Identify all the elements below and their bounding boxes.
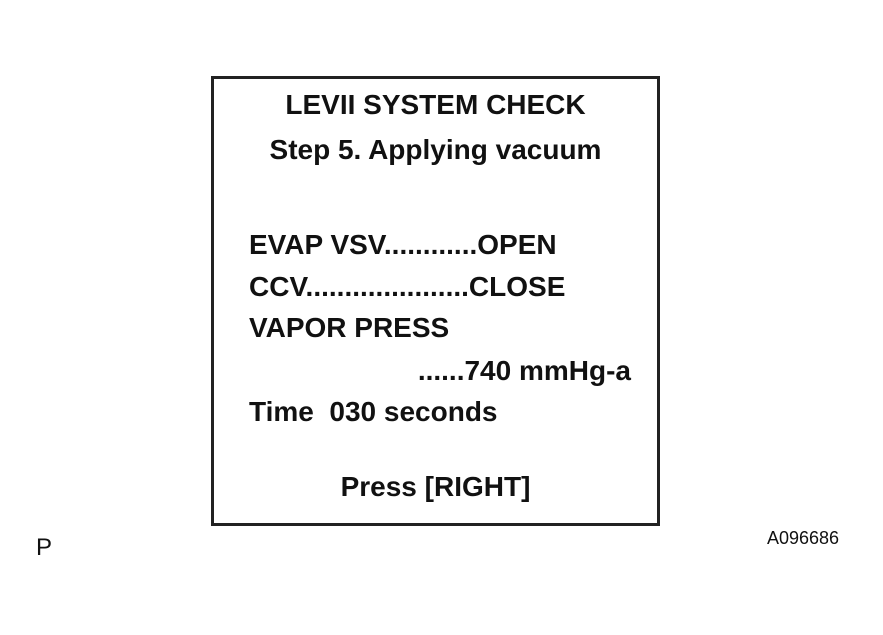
corner-letter: P	[36, 534, 53, 561]
step-label: Step 5. Applying vacuum	[269, 134, 602, 165]
time-remaining: Time 030 seconds	[249, 396, 498, 427]
press-right-prompt: Press [RIGHT]	[340, 471, 531, 502]
figure-id: A096686	[767, 528, 840, 548]
vapor-press-value: ......740 mmHg-a	[417, 355, 631, 386]
vapor-press-label: VAPOR PRESS	[249, 312, 450, 343]
evap-vsv-status: EVAP VSV............OPEN	[249, 229, 557, 260]
screen-title: LEVII SYSTEM CHECK	[285, 89, 586, 120]
ccv-status: CCV.....................CLOSE	[249, 271, 566, 302]
tester-display-screen: LEVII SYSTEM CHECK Step 5. Applying vacu…	[211, 76, 660, 526]
